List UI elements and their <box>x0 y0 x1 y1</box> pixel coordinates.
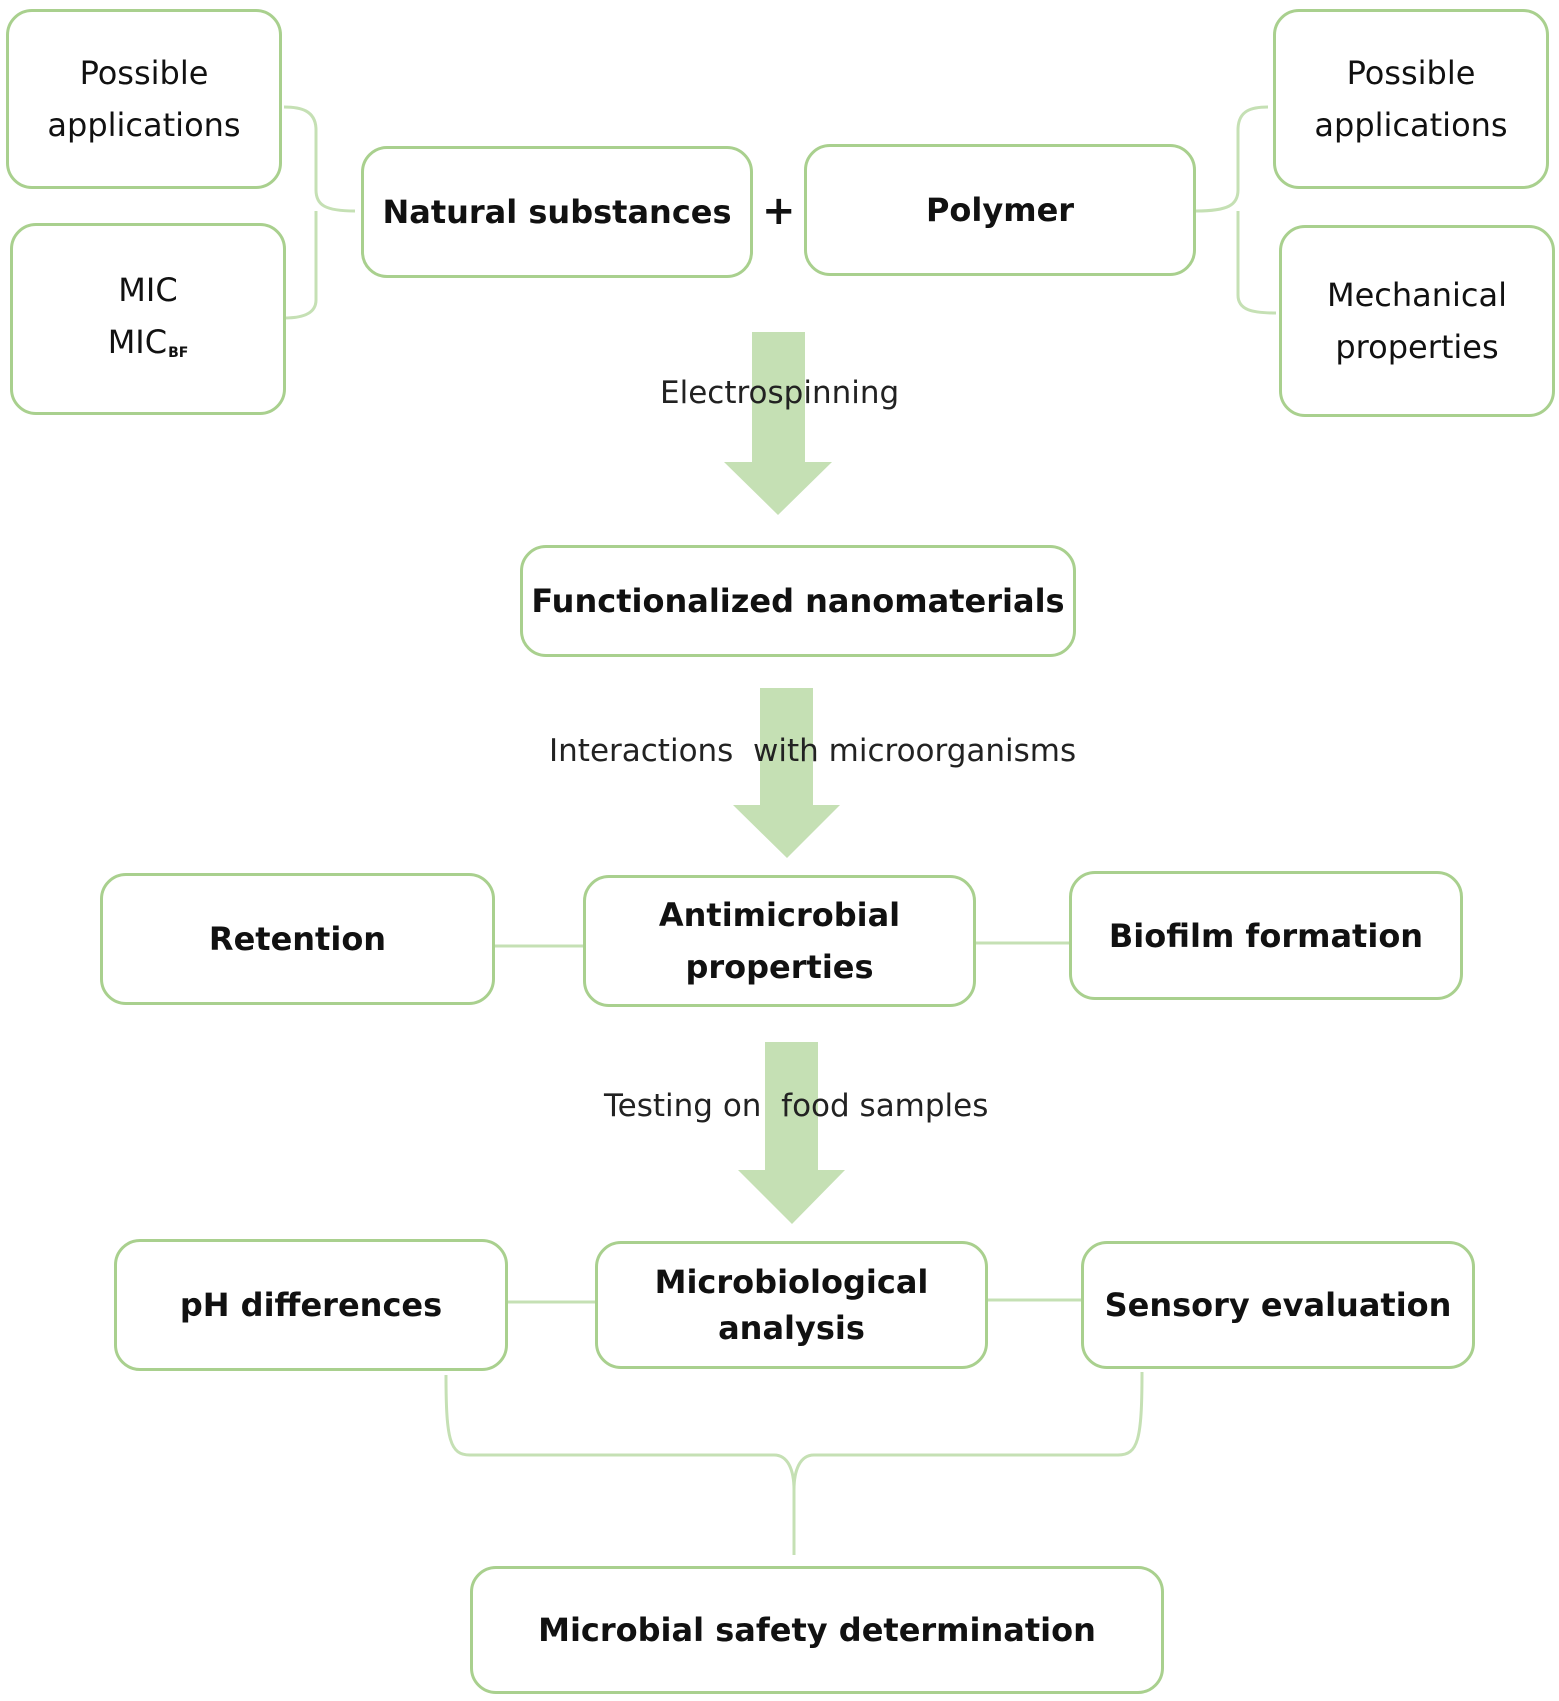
arrow-testing <box>738 1042 845 1224</box>
mic-line2-sub: BF <box>168 344 189 361</box>
box-mic: MIC MICBF <box>10 223 286 415</box>
label-interactions: Interactions with microorganisms <box>549 733 1077 769</box>
biofilm-label: Biofilm formation <box>1108 916 1424 955</box>
mic-line2: MICBF <box>108 316 189 375</box>
applications-left-line1: Possible <box>79 54 209 92</box>
box-polymer: Polymer <box>804 144 1196 276</box>
arrow-electrospinning <box>724 332 832 515</box>
box-sensory-evaluation: Sensory evaluation <box>1081 1241 1475 1369</box>
box-applications-left: Possible applications <box>6 9 282 189</box>
applications-right-line2: applications <box>1314 106 1508 144</box>
label-electrospinning: Electrospinning <box>660 375 900 411</box>
mechanical-line1: Mechanical <box>1326 276 1508 314</box>
box-biofilm-formation: Biofilm formation <box>1069 871 1463 1000</box>
label-testing: Testing on food samples <box>604 1088 989 1124</box>
box-retention: Retention <box>100 873 495 1005</box>
box-natural-substances: Natural substances <box>361 146 753 278</box>
box-applications-right: Possible applications <box>1273 9 1549 189</box>
ph-label: pH differences <box>179 1286 443 1324</box>
microbiological-line1: Microbiological <box>654 1263 929 1301</box>
functionalized-label: Functionalized nanomaterials <box>531 582 1065 620</box>
polymer-label: Polymer <box>925 191 1075 229</box>
mechanical-line2: properties <box>1335 328 1499 366</box>
microbiological-line2: analysis <box>718 1309 865 1347</box>
applications-left-line2: applications <box>47 106 241 144</box>
antimicrobial-line1: Antimicrobial <box>658 896 901 934</box>
box-microbiological-analysis: Microbiological analysis <box>595 1241 988 1369</box>
bottom-brace <box>444 1371 1144 1555</box>
safety-label: Microbial safety determination <box>538 1611 1096 1649</box>
right-brace <box>1195 105 1277 315</box>
plus-sign: + <box>762 188 796 234</box>
antimicrobial-line2: properties <box>685 948 874 986</box>
left-brace <box>283 105 356 320</box>
arrow-interactions <box>733 688 840 858</box>
applications-right-line1: Possible <box>1346 54 1476 92</box>
natural-substances-label: Natural substances <box>382 193 732 231</box>
retention-label: Retention <box>208 920 387 958</box>
mic-line2-base: MIC <box>107 322 168 361</box>
box-functionalized-nanomaterials: Functionalized nanomaterials <box>520 545 1076 657</box>
mic-line1: MIC <box>118 270 178 309</box>
box-ph-differences: pH differences <box>114 1239 508 1371</box>
box-microbial-safety: Microbial safety determination <box>470 1566 1164 1694</box>
sensory-label: Sensory evaluation <box>1104 1286 1452 1324</box>
box-mechanical-properties: Mechanical properties <box>1279 225 1555 417</box>
box-antimicrobial-properties: Antimicrobial properties <box>583 875 976 1007</box>
